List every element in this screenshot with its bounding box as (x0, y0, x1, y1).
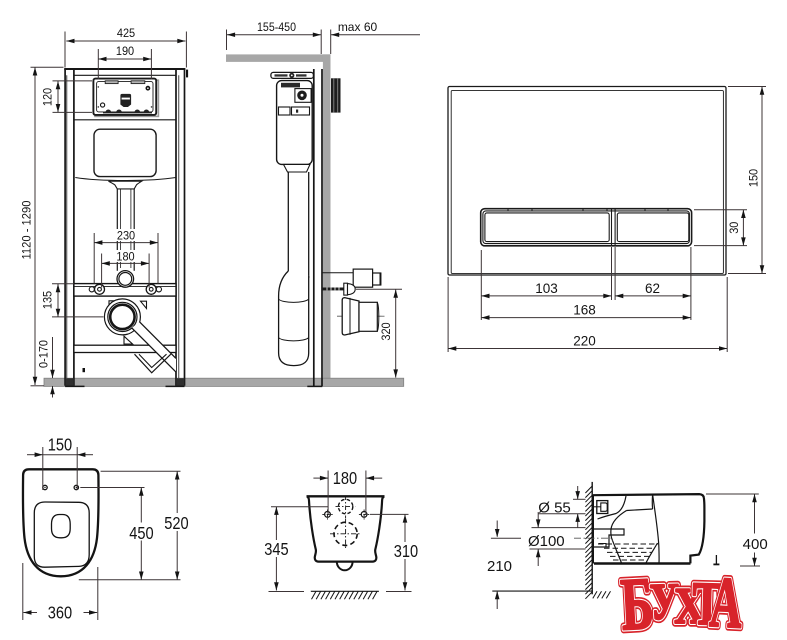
svg-text:А: А (708, 562, 744, 640)
svg-text:У: У (649, 572, 680, 630)
svg-text:150: 150 (747, 169, 761, 188)
svg-text:А: А (708, 562, 744, 640)
svg-text:120: 120 (41, 88, 55, 107)
svg-text:Х: Х (674, 578, 704, 635)
svg-text:У: У (649, 572, 680, 630)
svg-text:Б: Б (619, 562, 656, 640)
svg-text:168: 168 (573, 303, 596, 318)
svg-text:155-450: 155-450 (257, 20, 296, 34)
svg-text:310: 310 (394, 541, 419, 561)
svg-text:520: 520 (164, 513, 189, 533)
svg-text:360: 360 (48, 603, 73, 623)
svg-text:180: 180 (333, 468, 358, 488)
svg-text:Х: Х (674, 578, 704, 635)
svg-text:30: 30 (727, 221, 741, 233)
svg-text:150: 150 (48, 435, 73, 455)
svg-text:230: 230 (117, 229, 136, 243)
svg-text:Т: Т (691, 571, 722, 638)
svg-text:Ø100: Ø100 (528, 533, 565, 550)
svg-text:1120 - 1290: 1120 - 1290 (20, 200, 34, 259)
svg-text:345: 345 (264, 539, 288, 559)
svg-text:Ø 55: Ø 55 (538, 500, 571, 517)
svg-text:400: 400 (743, 536, 768, 553)
svg-text:Т: Т (691, 571, 722, 638)
svg-text:max 60: max 60 (338, 20, 378, 34)
svg-text:135: 135 (41, 291, 55, 310)
svg-text:А: А (708, 562, 744, 640)
svg-text:Т: Т (691, 571, 722, 638)
svg-text:0-170: 0-170 (37, 340, 51, 368)
svg-text:62: 62 (645, 281, 660, 296)
svg-text:180: 180 (116, 249, 135, 263)
svg-text:190: 190 (116, 44, 135, 58)
svg-text:220: 220 (573, 334, 596, 349)
svg-text:Б: Б (619, 562, 656, 640)
svg-text:Б: Б (619, 562, 656, 640)
svg-text:103: 103 (535, 281, 558, 296)
svg-text:Х: Х (674, 578, 704, 635)
svg-text:У: У (649, 572, 680, 630)
svg-text:450: 450 (129, 523, 154, 543)
svg-text:425: 425 (117, 26, 136, 40)
svg-text:320: 320 (379, 322, 393, 341)
svg-text:210: 210 (487, 558, 512, 575)
